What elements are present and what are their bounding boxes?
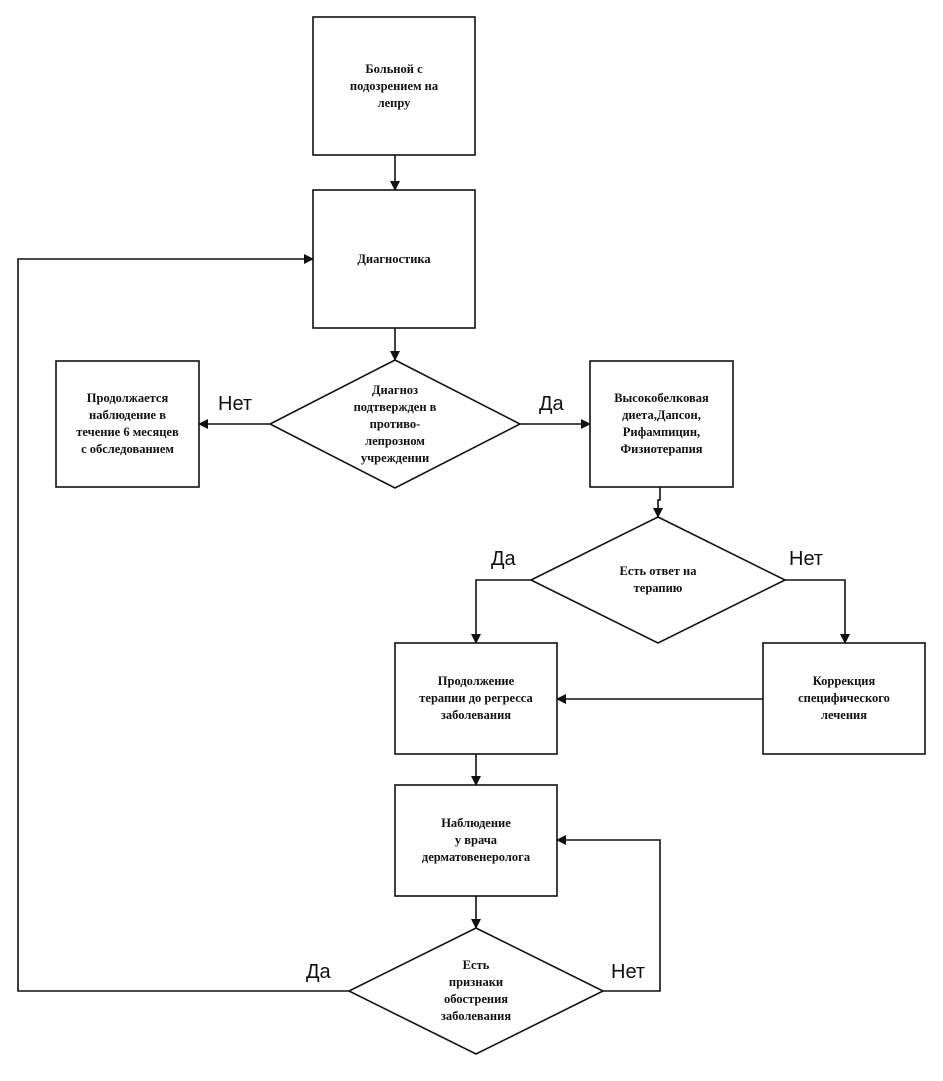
decision-response-diamond: [529, 516, 787, 644]
continue-therapy-text: Продолжение терапии до регресса заболева…: [419, 674, 533, 722]
decision-exacerbation-text: Есть признаки обострения заболевания: [440, 958, 512, 1023]
edge-exacerbation-yes-to-diagnostics: [17, 254, 349, 992]
correction-text: Коррекция специфического лечения: [798, 674, 890, 722]
decision-response-text: Есть ответ на терапию: [619, 564, 697, 595]
label-confirmed-yes: Да: [539, 393, 564, 415]
decision-confirmed-text: Диагноз подтвержден в противо- лепрозном…: [353, 382, 437, 465]
decision-confirmed-diamond: [268, 359, 522, 489]
observe-6-months-text: Продолжается наблюдение в течение 6 меся…: [76, 391, 179, 456]
label-confirmed-no: Нет: [218, 393, 253, 415]
label-response-no: Нет: [789, 548, 824, 570]
diagnostics-text: Диагностика: [357, 251, 431, 266]
label-response-yes: Да: [491, 548, 516, 570]
start-box: [312, 16, 476, 156]
start-text: Больной с подозрением на лепру: [349, 61, 439, 110]
label-exacerbation-no: Нет: [611, 961, 646, 983]
edge-response-no-to-correction: [785, 579, 850, 644]
treatment-text: Высокобелковая диета,Дапсон, Рифампицин,…: [614, 391, 709, 456]
edge-treatment-to-response: [653, 487, 663, 518]
label-exacerbation-yes: Да: [306, 961, 331, 983]
observation-derm-text: Наблюдение у врача дерматовенеролога: [421, 816, 531, 864]
decision-exacerbation-diamond: [347, 927, 605, 1055]
edge-response-yes-to-continue: [471, 579, 531, 644]
edge-exacerbation-no-loop: [556, 835, 661, 992]
